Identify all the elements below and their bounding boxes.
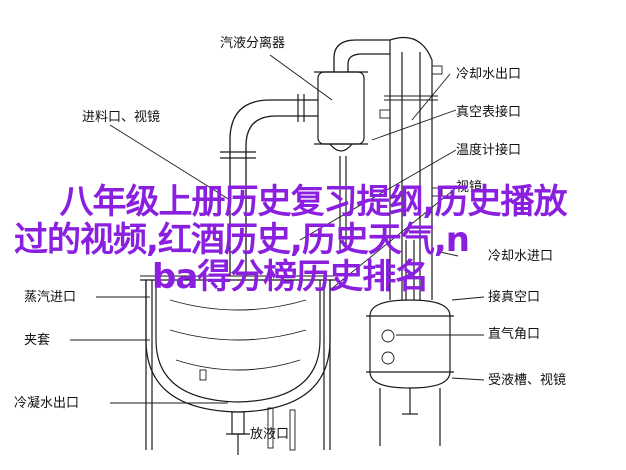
- overlay-line-3: ba得分榜历史排名: [152, 257, 429, 297]
- label-condensate-outlet: 冷凝水出口: [14, 395, 79, 411]
- overlay-line-1: 八年级上册历史复习提纲,历史播放: [59, 182, 568, 222]
- label-steam-inlet: 蒸汽进口: [24, 290, 76, 305]
- label-jacket: 夹套: [24, 332, 50, 348]
- label-vacuum-gauge: 真空表接口: [456, 104, 521, 120]
- label-condenser-outlet: 冷却水出口: [456, 67, 521, 82]
- overlay-line-2: 过的视频,红酒历史,历史天气,n: [14, 220, 470, 260]
- label-vacuum-port: 接真空口: [488, 289, 540, 305]
- label-receiver: 受液槽、视镜: [488, 373, 566, 388]
- label-coolant-inlet: 冷却水进口: [488, 249, 553, 264]
- reactor-vessel: [140, 275, 336, 455]
- callout-lines: [70, 54, 485, 435]
- label-feed-port: 进料口、视镜: [82, 110, 160, 125]
- receiver-tank: [366, 240, 454, 446]
- label-thermometer: 温度计接口: [456, 142, 521, 158]
- label-drain: 放液口: [250, 427, 289, 442]
- label-straight-elbow: 直气角口: [488, 326, 540, 342]
- condenser-column: [379, 36, 443, 300]
- label-sight-glass: 视镜: [456, 180, 482, 195]
- label-separator: 汽液分离器: [220, 35, 285, 51]
- vapor-pipe: [220, 94, 318, 276]
- separator: [314, 39, 390, 250]
